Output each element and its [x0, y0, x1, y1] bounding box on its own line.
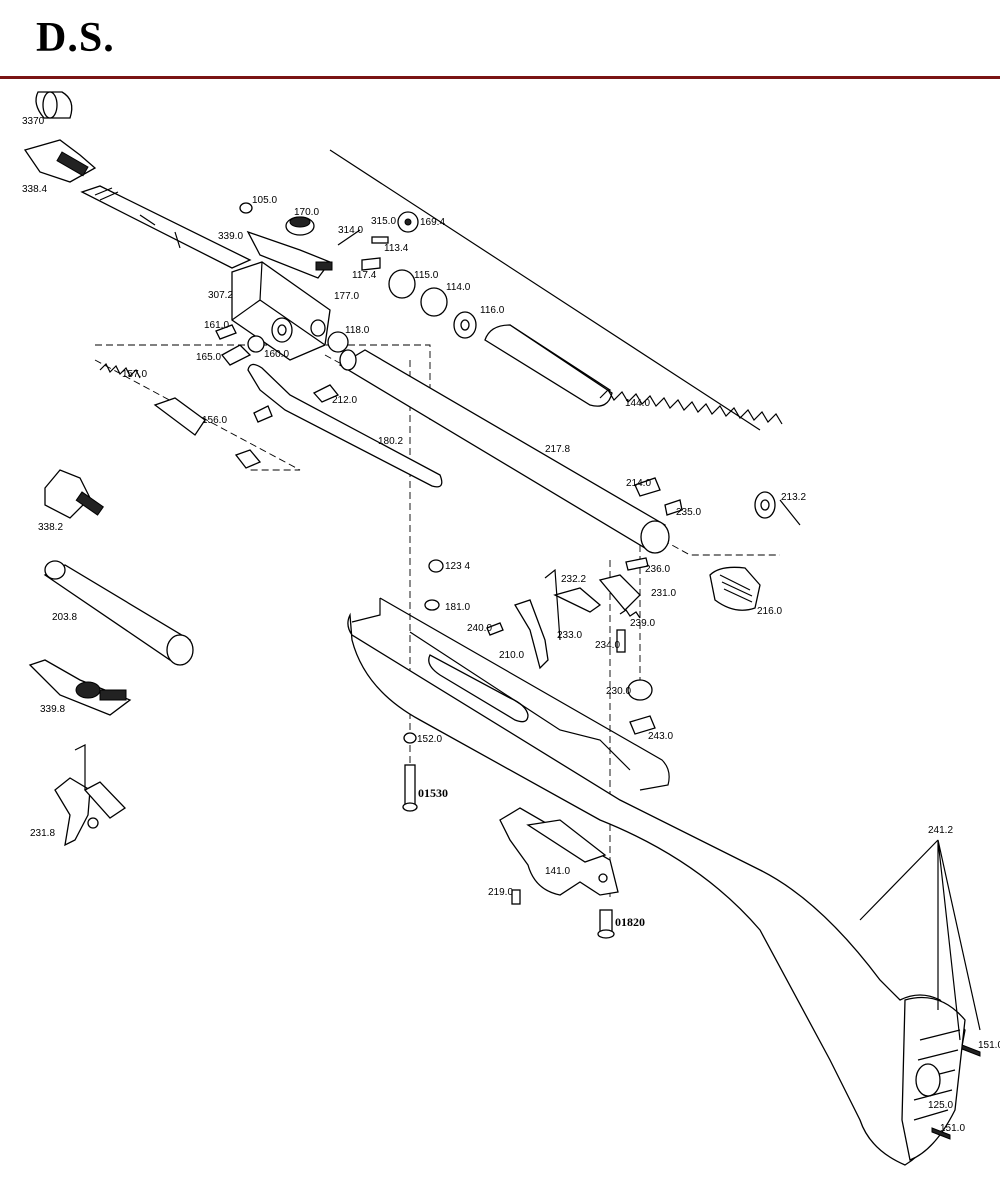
label-240-0: 240.0	[467, 623, 492, 634]
label-241-2: 241.2	[928, 825, 953, 836]
part-trigger-assembly-variant	[54, 744, 127, 847]
label-160-0: 160.0	[264, 349, 289, 360]
label-3370: 3370	[22, 116, 45, 127]
label-180-2: 180.2	[378, 436, 403, 447]
part-front-sight	[23, 139, 97, 183]
part-main-spring	[599, 389, 783, 519]
label-125-0: 125.0	[928, 1100, 953, 1111]
label-232-2: 232.2	[561, 574, 586, 585]
label-230-0: 230.0	[606, 686, 631, 697]
label-151-0-upper: 151.0	[978, 1040, 1000, 1051]
part-trigger-group	[424, 557, 649, 670]
label-01530: 01530	[418, 786, 448, 800]
label-212-0: 212.0	[332, 395, 357, 406]
label-213-2: 213.2	[781, 492, 806, 503]
label-235-0: 235.0	[676, 507, 701, 518]
header-divider	[0, 76, 1000, 79]
part-trigger-screws	[616, 477, 683, 735]
part-compression-tube	[484, 324, 613, 407]
label-233-0: 233.0	[557, 630, 582, 641]
part-piston-seals	[388, 269, 477, 339]
part-sight-variant	[44, 469, 104, 519]
label-01820: 01820	[615, 915, 645, 929]
label-338-4: 338.4	[22, 184, 47, 195]
part-piston-small-parts	[337, 211, 419, 271]
label-231-8: 231.8	[30, 828, 55, 839]
page-title: D.S.	[36, 15, 115, 61]
part-barrel	[80, 185, 252, 269]
part-rear-sight	[239, 202, 333, 279]
label-115-0: 115.0	[414, 270, 439, 281]
label-105-0: 105.0	[252, 195, 277, 206]
label-203-8: 203.8	[52, 612, 77, 623]
part-rear-sight-variant	[28, 659, 132, 716]
label-144-0: 144.0	[625, 398, 650, 409]
label-169-4: 169.4	[420, 217, 445, 228]
part-latch-parts	[99, 324, 349, 469]
label-339-0: 339.0	[218, 231, 243, 242]
label-338-2: 338.2	[38, 522, 63, 533]
label-234-0: 234.0	[595, 640, 620, 651]
label-217-8: 217.8	[545, 444, 570, 455]
label-231-0: 231.0	[651, 588, 676, 599]
label-123-4: 123 4	[445, 561, 470, 572]
part-tube-variant	[43, 560, 194, 666]
label-114-0: 114.0	[446, 282, 471, 293]
part-labels: 3370 338.4 105.0 170.0 339.0 314.0 315.0…	[22, 116, 1000, 1134]
label-339-8: 339.8	[40, 704, 65, 715]
label-181-0: 181.0	[445, 602, 470, 613]
label-118-0: 118.0	[345, 325, 370, 336]
label-239-0: 239.0	[630, 618, 655, 629]
label-219-0: 219.0	[488, 887, 513, 898]
part-cylinder	[338, 349, 670, 554]
label-113-4: 113.4	[384, 243, 409, 254]
part-front-sight-cover	[35, 91, 73, 119]
label-236-0: 236.0	[645, 564, 670, 575]
part-screws	[402, 732, 981, 1140]
label-214-0: 214.0	[626, 478, 651, 489]
label-243-0: 243.0	[648, 731, 673, 742]
label-177-0: 177.0	[334, 291, 359, 302]
label-141-0: 141.0	[545, 866, 570, 877]
part-trigger-guard	[499, 807, 619, 896]
label-116-0: 116.0	[480, 305, 505, 316]
label-157-0: 157.0	[122, 369, 147, 380]
label-161-0: 161.0	[204, 320, 229, 331]
label-152-0: 152.0	[417, 734, 442, 745]
label-210-0: 210.0	[499, 650, 524, 661]
part-cocking-lever	[247, 363, 443, 488]
label-117-4: 117.4	[352, 270, 377, 281]
label-156-0: 156.0	[202, 415, 227, 426]
label-307-2: 307.2	[208, 290, 233, 301]
label-315-0: 315.0	[371, 216, 396, 227]
label-165-0: 165.0	[196, 352, 221, 363]
label-216-0: 216.0	[757, 606, 782, 617]
part-stock	[347, 597, 966, 1166]
part-cocking-piece	[709, 566, 761, 611]
label-151-0-lower: 151.0	[940, 1123, 965, 1134]
label-314-0: 314.0	[338, 225, 363, 236]
label-170-0: 170.0	[294, 207, 319, 218]
